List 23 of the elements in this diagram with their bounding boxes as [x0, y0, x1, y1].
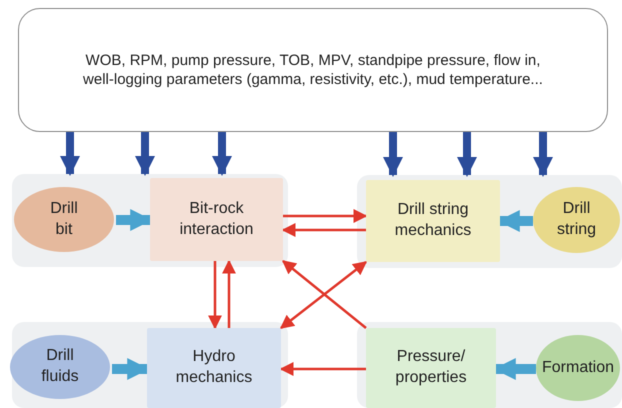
arrow: [282, 209, 368, 223]
arrow: [222, 260, 236, 330]
group-panel: [12, 174, 288, 267]
node-label: Pressure/ properties: [394, 347, 468, 388]
group-panel: [357, 175, 622, 268]
node-label: Drill fluids: [41, 346, 79, 387]
group-panel: [357, 322, 622, 408]
node-label: Bit-rock interaction: [178, 198, 254, 240]
node-label: Drill string mechanics: [394, 200, 472, 241]
node-label: Drill string: [556, 199, 596, 240]
node-label: WOB, RPM, pump pressure, TOB, MPV, standpipe pressure, flow in, well-logging parameters (gamma, resistivity, etc.), mud temperature...: [82, 50, 544, 90]
process-box: [366, 180, 500, 262]
process-box: [366, 328, 496, 408]
group-panel: [12, 322, 288, 408]
arrow: [208, 260, 222, 330]
parameter-box: [18, 8, 608, 132]
node-label: Formation: [542, 358, 614, 378]
node-label: Drill bit: [50, 198, 78, 240]
node-label: Hydro mechanics: [174, 347, 254, 388]
process-box: [147, 328, 281, 408]
arrow: [280, 362, 368, 376]
process-box: [150, 178, 283, 261]
arrow: [282, 223, 368, 237]
